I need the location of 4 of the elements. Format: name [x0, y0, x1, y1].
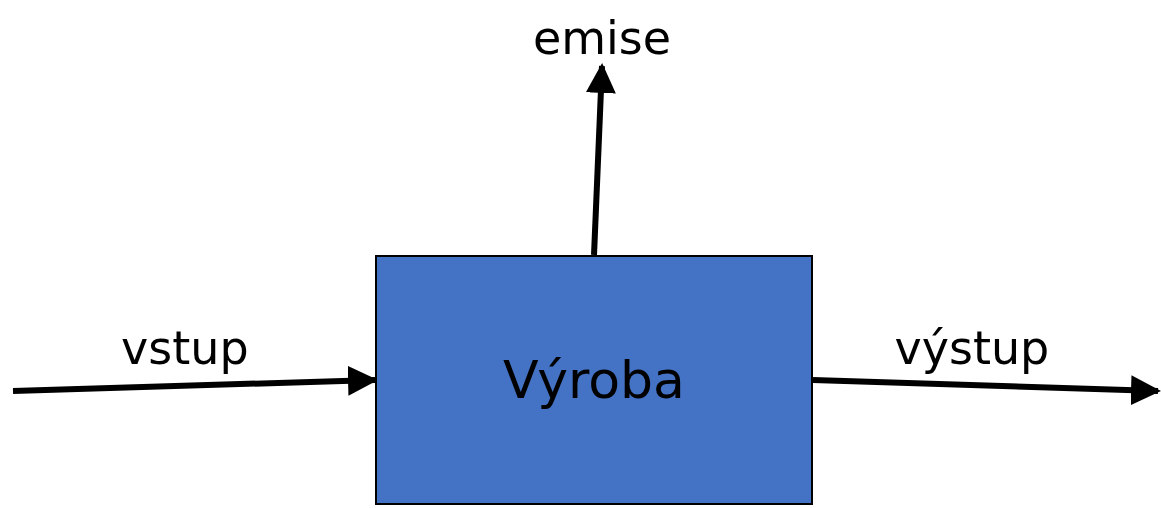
arrow [812, 375, 1161, 406]
process-box: Výroba [375, 255, 813, 505]
output-text: emise [510, 10, 694, 66]
arrow [585, 63, 616, 256]
